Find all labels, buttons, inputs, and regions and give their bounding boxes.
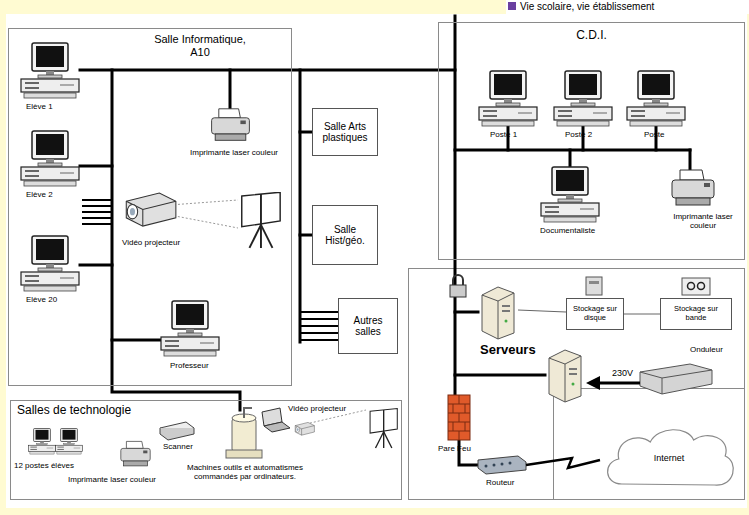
box-text: Autres salles [341, 315, 395, 338]
device-label: Professeur [170, 361, 209, 370]
device-label: Poste [644, 130, 664, 139]
region-title: C.D.I. [439, 29, 744, 43]
device-label: Elève 1 [26, 102, 53, 111]
label-holder: Onduleur [690, 345, 723, 354]
label-holder: 230V [612, 368, 633, 378]
label-holder: Poste 2 [565, 130, 592, 139]
device-label: Scanner [163, 442, 193, 451]
device-label: Poste 1 [490, 130, 517, 139]
label-holder: Elève 20 [26, 295, 57, 304]
label-holder: Professeur [170, 361, 209, 370]
firewall [448, 395, 470, 440]
device-label: Onduleur [690, 345, 723, 354]
label-holder: Poste [644, 130, 664, 139]
device-label: Imprimante laser couleur [670, 212, 736, 230]
label-holder: Vidéo projecteur [122, 238, 180, 247]
label-holder: Machines outils et automatismes commandé… [170, 463, 320, 481]
padlock [450, 275, 466, 297]
device-label: Routeur [486, 478, 514, 487]
label-holder: Routeur [486, 478, 514, 487]
label-holder: Vie scolaire, vie établissement [520, 1, 654, 13]
scanner-icon [160, 422, 194, 440]
machine-tool-icon [226, 408, 262, 458]
room-region: Salles de technologie [10, 400, 402, 500]
label-holder: Imprimante laser couleur [190, 148, 278, 157]
room-region: Salle Informatique, A10 [8, 28, 292, 386]
device-label: Documentaliste [540, 226, 595, 235]
device-label: Machines outils et automatismes commandé… [170, 463, 320, 481]
device-label: Elève 2 [26, 190, 53, 199]
device-label: Vidéo projecteur [288, 404, 346, 413]
label-holder: Serveurs [480, 343, 536, 358]
device-label: Poste 2 [565, 130, 592, 139]
header-note: Vie scolaire, vie établissement [520, 1, 654, 13]
label-holder: Vidéo projecteur [288, 404, 346, 413]
label-holder: Elève 1 [26, 102, 53, 111]
device-label: 12 postes élèves [14, 461, 74, 470]
room-box: Autres salles [338, 298, 398, 354]
storage-box: Stockage sur bande [660, 298, 732, 330]
label-holder: Imprimante laser couleur [670, 212, 736, 230]
label-holder: Scanner [163, 442, 193, 451]
label-holder: Elève 2 [26, 190, 53, 199]
label-holder: Poste 1 [490, 130, 517, 139]
box-text: Internet [654, 453, 685, 463]
storage-box: Stockage sur disque [566, 298, 624, 330]
region-title: Salles de technologie [17, 404, 217, 418]
device-label: Elève 20 [26, 295, 57, 304]
box-text: Stockage sur disque [569, 305, 621, 322]
label-holder: 12 postes élèves [14, 461, 74, 470]
label-holder: Pare Feu [438, 444, 471, 453]
group-label: Serveurs [480, 343, 536, 358]
room-box: Salle Hist/géo. [312, 205, 378, 265]
region-title: Salle Informatique, A10 [154, 33, 246, 58]
device-label: Pare Feu [438, 444, 471, 453]
device-label: Vidéo projecteur [122, 238, 180, 247]
box-text: Salle Arts plastiques [315, 121, 375, 144]
internet-cloud: Internet [600, 422, 738, 494]
box-text: Salle Hist/géo. [315, 224, 375, 247]
device-label: Imprimante laser couleur [190, 148, 278, 157]
label-holder: Documentaliste [540, 226, 595, 235]
device-label: Imprimante laser couleur [68, 475, 156, 484]
room-box: Salle Arts plastiques [312, 108, 378, 156]
box-text: Stockage sur bande [663, 305, 729, 322]
laptop-icon [262, 408, 290, 432]
voltage-label: 230V [612, 368, 633, 378]
label-holder: Imprimante laser couleur [68, 475, 156, 484]
